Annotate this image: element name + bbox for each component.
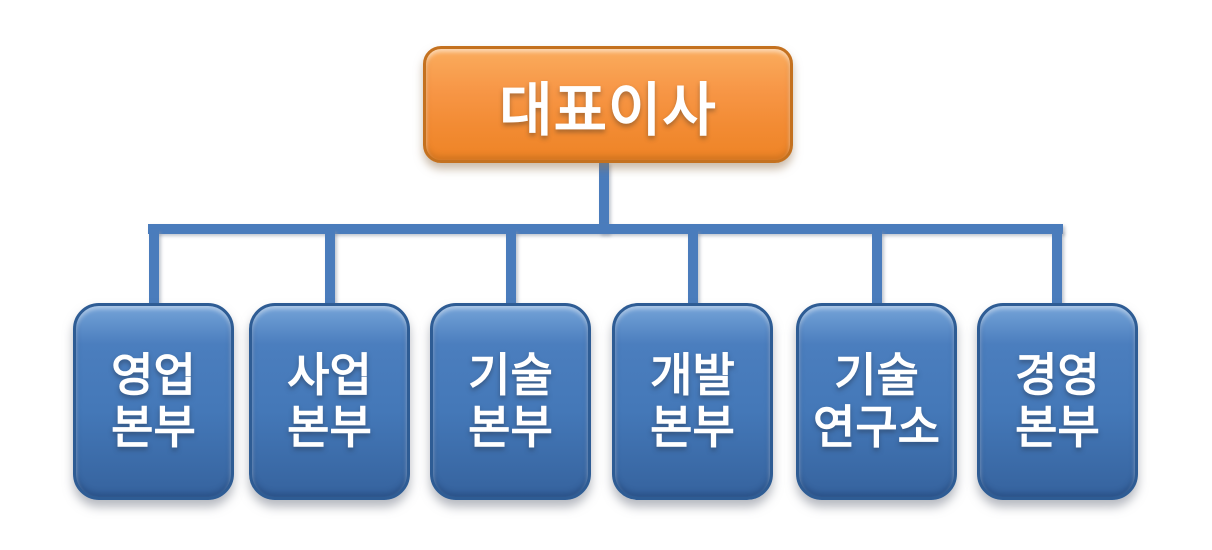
org-node-dept-2[interactable]: 사업 본부 xyxy=(249,303,410,500)
dept-label-line: 연구소 xyxy=(813,400,940,453)
dept-label-line: 본부 xyxy=(1015,400,1100,453)
org-node-dept-1[interactable]: 영업 본부 xyxy=(73,303,234,500)
dept-label-line: 기술 xyxy=(468,348,553,401)
dept-label-line: 사업 xyxy=(287,348,372,401)
connector-horizontal-bar xyxy=(148,224,1063,234)
dept-label-line: 기술 xyxy=(834,348,919,401)
dept-label-line: 본부 xyxy=(650,400,735,453)
dept-label-line: 본부 xyxy=(287,400,372,453)
org-node-ceo[interactable]: 대표이사 xyxy=(423,46,793,163)
dept-label-line: 경영 xyxy=(1015,348,1100,401)
dept-label-line: 개발 xyxy=(650,348,735,401)
connector-drop-3 xyxy=(506,230,516,310)
org-node-dept-5[interactable]: 기술 연구소 xyxy=(796,303,957,500)
org-node-dept-3[interactable]: 기술 본부 xyxy=(430,303,591,500)
connector-drop-6 xyxy=(1052,230,1062,310)
connector-drop-5 xyxy=(872,230,882,310)
org-node-ceo-label: 대표이사 xyxy=(499,77,717,143)
org-node-dept-4[interactable]: 개발 본부 xyxy=(612,303,773,500)
dept-label-line: 본부 xyxy=(468,400,553,453)
connector-drop-4 xyxy=(688,230,698,310)
connector-drop-2 xyxy=(325,230,335,310)
connector-drop-1 xyxy=(149,230,159,310)
connector-root-stub xyxy=(599,162,609,234)
dept-label-line: 본부 xyxy=(111,400,196,453)
org-node-dept-6[interactable]: 경영 본부 xyxy=(977,303,1138,500)
dept-label-line: 영업 xyxy=(111,348,196,401)
